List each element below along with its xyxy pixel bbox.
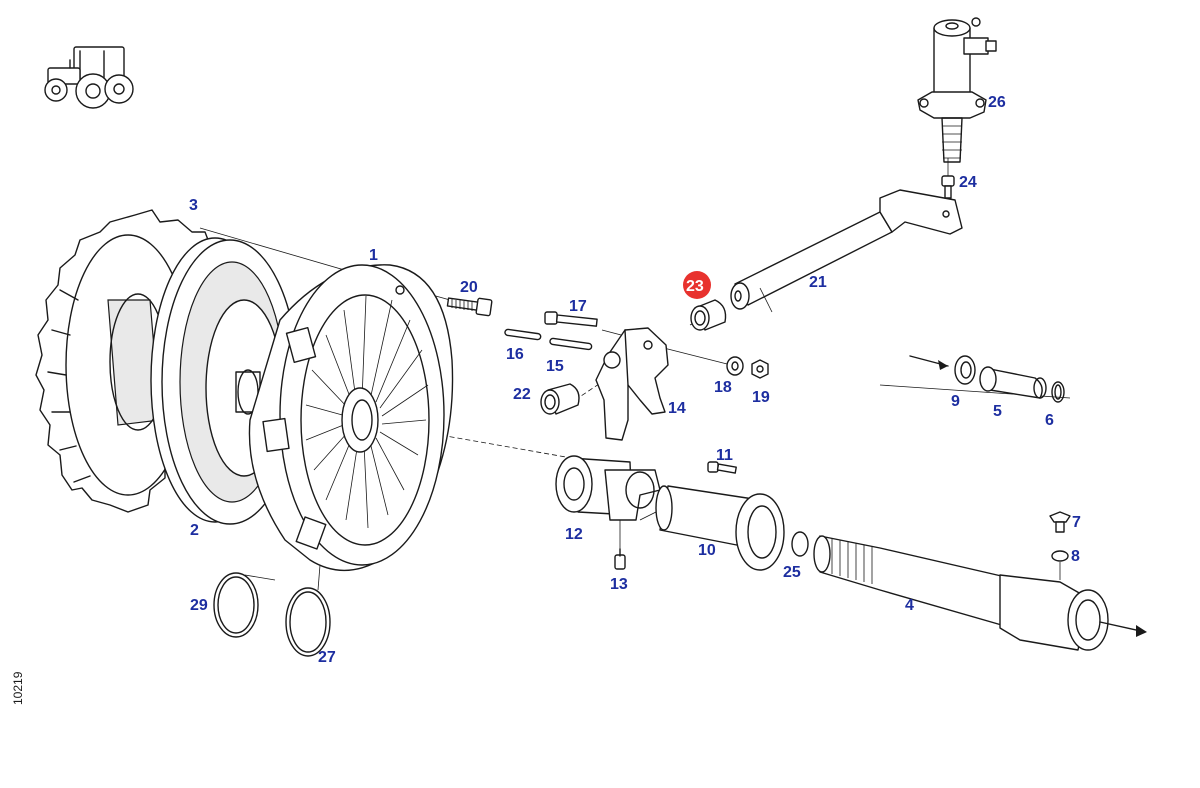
tractor-icon bbox=[44, 46, 134, 109]
part-24-pin bbox=[941, 175, 955, 199]
callout-23-highlight bbox=[683, 271, 711, 299]
part-27-circlip bbox=[285, 564, 331, 657]
callout-14: 14 bbox=[668, 400, 686, 417]
part-6-ring bbox=[1051, 381, 1065, 403]
callout-20: 20 bbox=[460, 279, 478, 296]
part-10-guide-sleeve bbox=[655, 485, 785, 571]
part-29-circlip bbox=[213, 572, 276, 638]
part-9-seal bbox=[954, 355, 976, 385]
callout-7: 7 bbox=[1072, 514, 1081, 531]
callout-22: 22 bbox=[513, 386, 531, 403]
part-23-bushing bbox=[690, 299, 727, 331]
callout-11: 11 bbox=[716, 447, 733, 464]
part-26-slave-cylinder bbox=[917, 17, 997, 163]
callout-2: 2 bbox=[190, 522, 199, 539]
callout-19: 19 bbox=[752, 389, 770, 406]
callout-13: 13 bbox=[610, 576, 628, 593]
callout-1: 1 bbox=[369, 247, 378, 264]
part-20-bolt bbox=[446, 297, 493, 317]
callout-labels: 1 2 3 4 5 6 7 8 9 10 11 12 13 14 15 16 1… bbox=[189, 94, 1081, 666]
callout-15: 15 bbox=[546, 358, 564, 375]
callout-21: 21 bbox=[809, 274, 827, 291]
part-11-screw bbox=[707, 461, 737, 474]
callout-24: 24 bbox=[959, 174, 977, 191]
part-12-release-bearing bbox=[555, 455, 661, 521]
part-22-bushing bbox=[540, 383, 580, 415]
callout-4: 4 bbox=[905, 597, 914, 614]
part-21-cross-shaft bbox=[730, 189, 963, 313]
part-15-pin bbox=[549, 337, 593, 351]
part-17-bolt bbox=[544, 311, 598, 327]
callout-9: 9 bbox=[951, 393, 960, 410]
diaphragm-spring-fingers bbox=[305, 295, 429, 529]
callout-27: 27 bbox=[318, 649, 336, 666]
assembly-arrow-right bbox=[1099, 621, 1147, 637]
part-1-pressure-plate bbox=[248, 264, 454, 572]
part-25-o-ring bbox=[791, 531, 809, 557]
reference-code: 10219 bbox=[11, 671, 25, 705]
callout-5: 5 bbox=[993, 403, 1002, 420]
callout-25: 25 bbox=[783, 564, 801, 581]
callout-17: 17 bbox=[569, 298, 587, 315]
part-8-washer bbox=[1051, 550, 1069, 580]
callout-6: 6 bbox=[1045, 412, 1054, 429]
callout-12: 12 bbox=[565, 526, 583, 543]
callout-10: 10 bbox=[698, 542, 716, 559]
part-18-washer bbox=[726, 356, 744, 376]
callout-3: 3 bbox=[189, 197, 198, 214]
part-19-nut bbox=[751, 359, 769, 379]
callout-29: 29 bbox=[190, 597, 208, 614]
part-4-input-shaft bbox=[813, 535, 1109, 651]
part-14-release-fork bbox=[595, 327, 669, 441]
callout-23: 23 bbox=[686, 278, 704, 295]
callout-26: 26 bbox=[988, 94, 1006, 111]
callout-8: 8 bbox=[1071, 548, 1080, 565]
assembly-arrow-left bbox=[909, 355, 949, 370]
callout-16: 16 bbox=[506, 346, 524, 363]
part-13-grease-nipple bbox=[614, 548, 626, 570]
callout-18: 18 bbox=[714, 379, 732, 396]
part-5-bushing bbox=[979, 366, 1047, 399]
part-7-bolt bbox=[1049, 511, 1071, 533]
part-16-pin bbox=[504, 328, 542, 341]
